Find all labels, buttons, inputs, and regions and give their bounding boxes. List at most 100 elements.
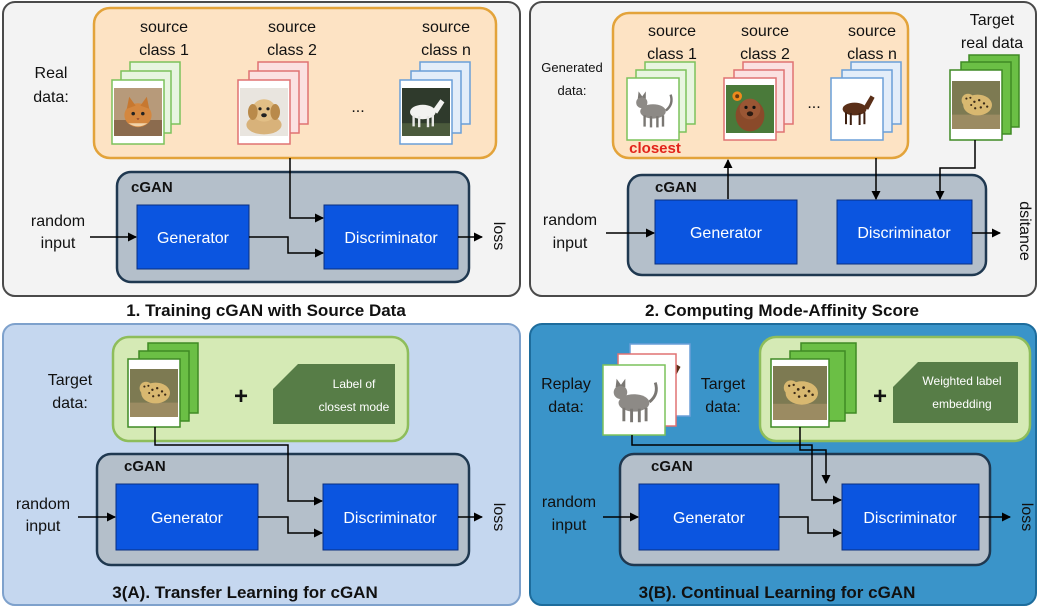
generator-block-3a [115,483,259,551]
random-input-line1: random [31,213,85,230]
source-class-1-line2: class 1 [139,42,189,59]
generated-horse-icon [833,85,881,133]
panel-3b-arrows [603,427,1011,538]
panel-mode-affinity: Generated data: source class 1 source cl… [529,1,1037,320]
label-closest-mode-shape [273,364,395,424]
dog-photo-stack [237,61,309,145]
cgan-label: cGAN [131,179,173,196]
label-closest-mode-line1: Label of [333,377,376,391]
random-input-3a-line2: input [26,518,61,535]
discriminator-label-3b: Discriminator [863,510,957,527]
target-label-3b-line2: data: [705,399,741,416]
cgan-label-3b: cGAN [651,458,693,475]
discriminator-block [323,204,459,270]
random-input-3a-line1: random [16,496,70,513]
panel-1-title: 1. Training cGAN with Source Data [126,301,406,320]
gen-class-1-line2: class 1 [647,46,697,63]
panel-1-arrows [90,158,483,258]
target-label-3a-line1: Target [48,372,93,389]
replay-cat-icon [605,369,663,431]
horse-photo-stack [399,61,471,145]
cat-photo-icon [114,88,162,136]
label-closest-mode-line2: closest mode [319,400,390,414]
loss-label: loss [490,222,507,250]
cgan-label-2: cGAN [655,179,697,196]
gen-class-1-line1: source [648,23,696,40]
source-class-1-line1: source [140,19,188,36]
generator-label: Generator [157,230,230,247]
generated-label-line1: Generated [541,60,602,75]
discriminator-label-2: Discriminator [857,225,951,242]
generator-label-2: Generator [690,225,763,242]
panel-2-title: 2. Computing Mode-Affinity Score [645,301,919,320]
gen-class-n-line2: class n [847,46,897,63]
source-class-n-line2: class n [421,42,471,59]
real-label-line1: Real [35,65,68,82]
cgan-label-3a: cGAN [124,458,166,475]
source-class-2-line2: class 2 [267,42,317,59]
panel-3b-title: 3(B). Continual Learning for cGAN [639,583,916,602]
gen-ellipsis: ... [807,95,820,112]
target-label-3b-line1: Target [701,376,746,393]
target-leopard-icon [952,81,1000,129]
target-leopard-stack [949,54,1020,141]
generated-dog-icon [726,85,774,133]
discriminator-label-3a: Discriminator [343,510,437,527]
source-class-n-line1: source [422,19,470,36]
source-class-2-line1: source [268,19,316,36]
weighted-label-line1: Weighted label [922,374,1001,388]
replay-label-line1: Replay [541,376,591,393]
closest-label: closest [629,140,681,157]
weighted-label-shape [893,362,1018,423]
discriminator-label: Discriminator [344,230,438,247]
cat-photo-stack [111,61,181,145]
panel-3a-arrows [78,427,483,538]
target-leopard-stack-3a [127,342,199,428]
target-real-line2: real data [961,35,1023,52]
replay-photo-stack [602,343,691,436]
generator-block [136,204,250,270]
dog-photo-icon [240,88,288,136]
panel-training-cgan: Real data: source class 1 source class 2… [2,1,521,320]
gen-class-n-line1: source [848,23,896,40]
random-input-line2: input [41,235,76,252]
loss-label-3a: loss [490,503,507,531]
target-real-line1: Target [970,12,1015,29]
discriminator-block-2 [836,199,973,265]
target-leopard-icon-3b [773,366,827,420]
generator-label-3b: Generator [673,510,746,527]
random-input-2-line2: input [553,235,588,252]
target-label-3a-line2: data: [52,395,88,412]
distance-label: dsitance [1016,201,1033,261]
random-input-3b-line2: input [552,517,587,534]
generated-cat-stack [626,61,696,141]
plus-3a: + [234,383,248,410]
generator-block-2 [654,199,798,265]
panel-2-arrows [606,140,1001,238]
gen-class-2-line1: source [741,23,789,40]
generated-dog-stack [723,61,794,141]
random-input-2-line1: random [543,212,597,229]
weighted-label-line2: embedding [932,397,991,411]
random-input-3b-line1: random [542,494,596,511]
generator-block-3b [638,483,780,551]
generator-label-3a: Generator [151,510,224,527]
ellipsis: ... [351,99,364,116]
panel-3a-title: 3(A). Transfer Learning for cGAN [112,583,377,602]
discriminator-block-3b [841,483,980,551]
replay-label-line2: data: [548,399,584,416]
panel-transfer-learning: Target data: + Label of closest mode cGA… [2,323,521,606]
panel-continual-learning: Replay data: Target data: + Weighted lab… [529,323,1037,606]
plus-3b: + [873,383,887,410]
loss-label-3b: loss [1018,503,1035,531]
real-label-line2: data: [33,89,69,106]
generated-label-line2: data: [558,83,587,98]
horse-photo-icon [402,88,450,136]
target-leopard-stack-3b [770,342,857,428]
generated-horse-stack [830,61,902,141]
discriminator-block-3a [322,483,459,551]
target-leopard-icon-3a [130,369,178,417]
generated-cat-icon [629,83,677,135]
gen-class-2-line2: class 2 [740,46,790,63]
